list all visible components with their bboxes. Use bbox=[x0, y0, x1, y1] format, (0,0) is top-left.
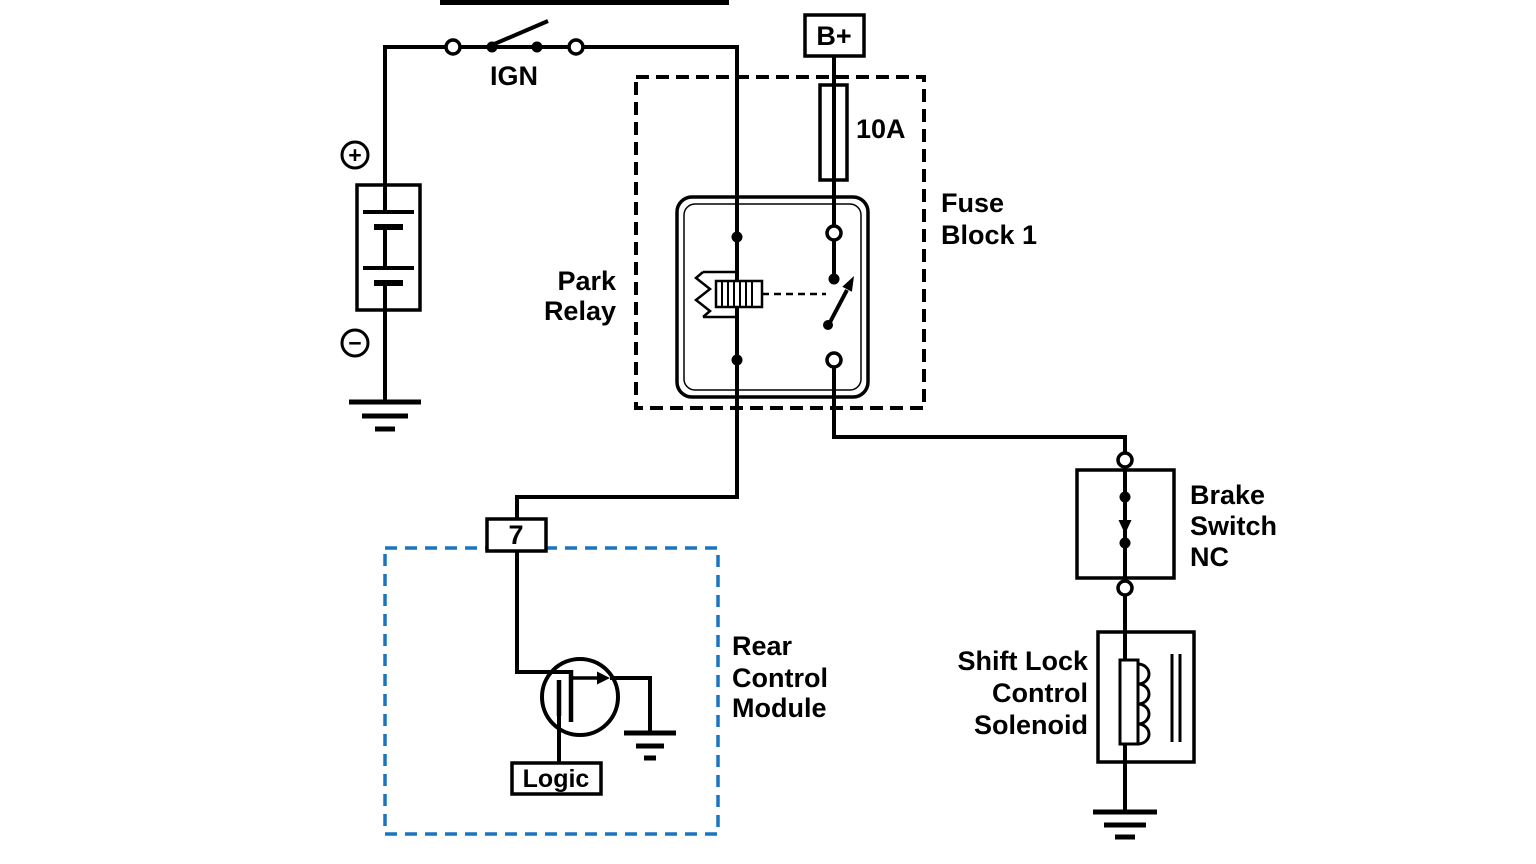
rear-control-module: Rear Control Module bbox=[383, 546, 828, 836]
b-plus-box bbox=[803, 13, 866, 58]
mosfet-source-lead bbox=[610, 676, 652, 731]
brake-switch-contact-dot bbox=[1119, 537, 1131, 549]
brake-switch-terminal-bottom bbox=[1116, 579, 1134, 597]
relay-switch-contact-dot bbox=[828, 273, 840, 285]
wire-relay-to-brake-switch bbox=[832, 365, 1127, 455]
fuse-body bbox=[818, 83, 849, 182]
relay-outline-outer bbox=[675, 195, 870, 399]
rcm-label-line3: Module bbox=[732, 693, 827, 723]
rear-control-module-outline bbox=[383, 546, 720, 836]
battery-outline bbox=[355, 183, 422, 312]
shift-lock-solenoid bbox=[1096, 630, 1196, 764]
relay-switch-arm-arrowhead bbox=[842, 276, 854, 292]
relay-outline-inner bbox=[683, 203, 862, 391]
ground-symbol-solenoid bbox=[1093, 809, 1157, 840]
brake-switch-label-line3: NC bbox=[1190, 542, 1229, 572]
b-plus-terminal: B+ bbox=[803, 13, 866, 58]
solenoid-box bbox=[1096, 630, 1196, 764]
solenoid-bobbin bbox=[1118, 658, 1140, 746]
park-relay-label-line1: Park bbox=[557, 266, 617, 296]
relay-resistor-zigzag bbox=[693, 271, 713, 318]
rcm-label-line1: Rear bbox=[732, 631, 793, 661]
battery-minus-sign: − bbox=[348, 330, 361, 356]
b-plus-label: B+ bbox=[816, 21, 851, 51]
switch-blade bbox=[491, 19, 549, 47]
rcm-label-line2: Control bbox=[732, 663, 828, 693]
logic-label: Logic bbox=[523, 765, 590, 793]
mosfet-arrow bbox=[597, 671, 610, 685]
battery-symbol bbox=[340, 140, 422, 358]
fuse-block-label-line1: Fuse bbox=[941, 188, 1004, 218]
solenoid-label-line3: Solenoid bbox=[974, 710, 1088, 740]
brake-switch bbox=[1075, 451, 1176, 597]
brake-switch-terminal-top bbox=[1116, 451, 1134, 469]
solenoid-coil-loops bbox=[1137, 662, 1151, 746]
pin-7-connector: 7 bbox=[485, 517, 548, 553]
ignition-label: IGN bbox=[490, 61, 538, 91]
fuse-rating-label: 10A bbox=[856, 114, 906, 144]
ground-symbol-mosfet bbox=[624, 730, 676, 761]
relay-switch-arm bbox=[826, 289, 849, 327]
fuse-block-1: Fuse Block 1 bbox=[634, 75, 1037, 410]
fuse-block-label-line2: Block 1 bbox=[941, 220, 1037, 250]
pin-7-label: 7 bbox=[508, 520, 523, 550]
ground-symbol-battery bbox=[349, 399, 421, 432]
logic-block: Logic bbox=[510, 761, 603, 796]
relay-coil-terminal-top bbox=[731, 231, 743, 243]
wire-relay-to-pin7 bbox=[515, 358, 739, 521]
battery-negative-terminal bbox=[340, 328, 370, 358]
relay-switch-terminal-bottom bbox=[825, 351, 843, 369]
brake-switch-arrow bbox=[1118, 520, 1132, 534]
mosfet-transistor bbox=[517, 657, 652, 763]
fuse-10a: 10A bbox=[818, 83, 906, 182]
relay-coil-hatching bbox=[721, 281, 753, 307]
switch-terminal-right bbox=[567, 38, 585, 56]
battery-plus-sign: + bbox=[348, 142, 361, 168]
fuse-block-outline bbox=[634, 75, 926, 410]
relay-coil-terminal-bottom bbox=[731, 354, 743, 366]
switch-terminal-left bbox=[444, 38, 462, 56]
solenoid-label-line2: Control bbox=[992, 678, 1088, 708]
wire-ign-to-battery bbox=[383, 45, 448, 187]
battery-positive-terminal bbox=[340, 140, 370, 170]
relay-switch-terminal-top bbox=[825, 224, 843, 242]
ignition-switch bbox=[444, 19, 585, 56]
logic-box bbox=[510, 761, 603, 796]
brake-switch-label-line2: Switch bbox=[1190, 511, 1277, 541]
solenoid-label-line1: Shift Lock bbox=[957, 646, 1088, 676]
park-relay-label-line2: Relay bbox=[544, 296, 616, 326]
pin-7-box bbox=[485, 517, 548, 553]
wire-ign-to-relay-coil bbox=[581, 45, 739, 234]
relay-switch-pivot-dot bbox=[823, 320, 833, 330]
brake-switch-label-line1: Brake bbox=[1190, 480, 1265, 510]
brake-switch-contact-dot bbox=[1119, 491, 1131, 503]
title-underline bbox=[440, 0, 729, 5]
park-relay bbox=[675, 195, 870, 399]
switch-contact-dot bbox=[531, 41, 543, 53]
